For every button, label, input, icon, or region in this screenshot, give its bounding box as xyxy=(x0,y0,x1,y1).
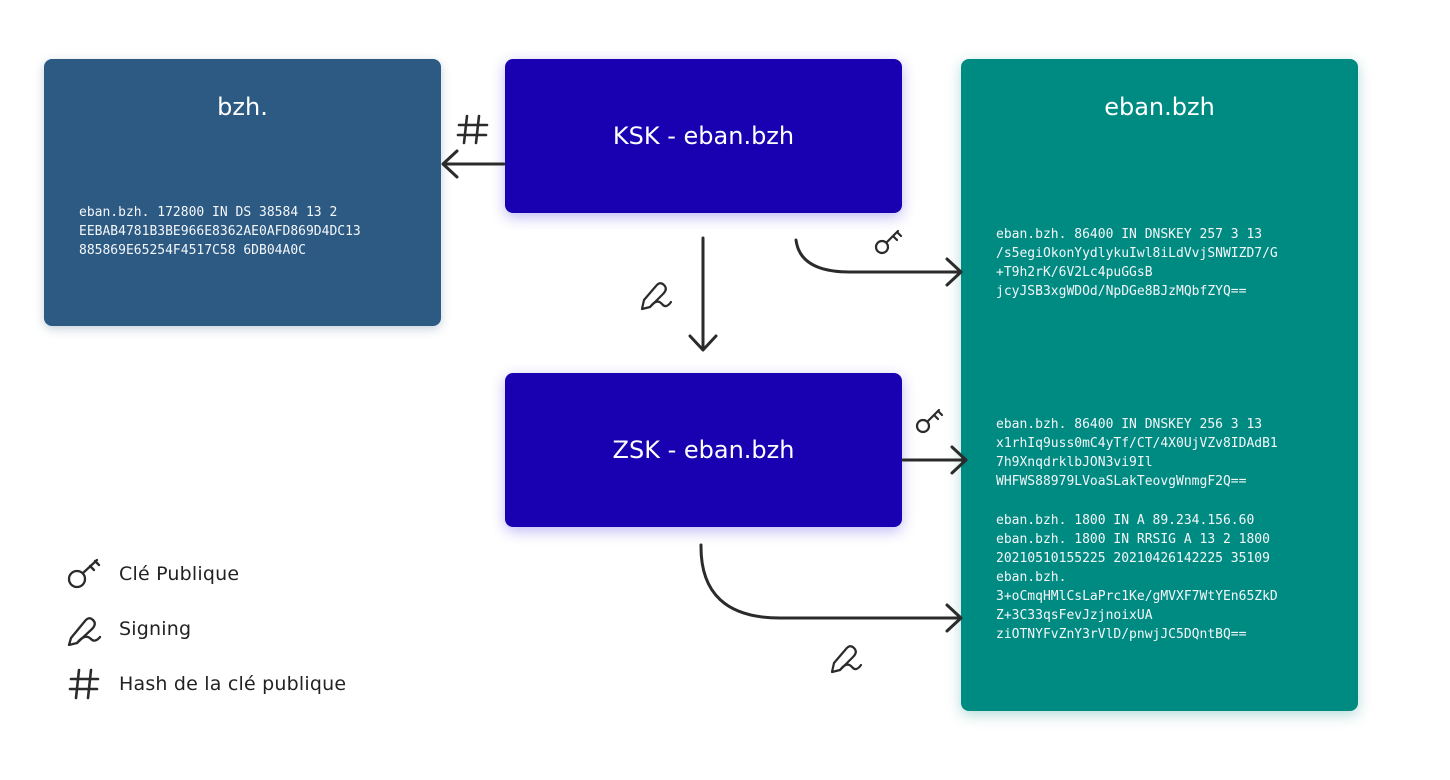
key-icon xyxy=(915,408,944,434)
ds-record: eban.bzh. 172800 IN DS 38584 13 2 EEBAB4… xyxy=(79,205,361,258)
arrow-ksk-to-zsk xyxy=(688,236,718,352)
parent-zone-box: bzh. eban.bzh. 172800 IN DS 38584 13 2 E… xyxy=(44,59,441,326)
hash-icon xyxy=(68,668,100,700)
signing-icon xyxy=(830,645,863,674)
a-rrsig-record: eban.bzh. 1800 IN A 89.234.156.60 eban.b… xyxy=(996,513,1278,642)
legend-item-hash: Hash de la clé publique xyxy=(66,667,346,701)
key-icon xyxy=(67,558,101,589)
parent-zone-title: bzh. xyxy=(217,93,268,121)
arrow-ksk-to-parent xyxy=(441,149,506,179)
legend-item-public-key: Clé Publique xyxy=(66,557,239,591)
ksk-title: KSK - eban.bzh xyxy=(612,122,795,150)
legend-label-public-key: Clé Publique xyxy=(119,563,240,585)
zsk-dnskey-record: eban.bzh. 86400 IN DNSKEY 256 3 13 x1rhI… xyxy=(996,417,1278,489)
arrow-zsk-to-rrsig xyxy=(699,543,963,633)
hash-icon xyxy=(456,114,489,145)
signing-icon xyxy=(67,617,102,646)
legend-label-hash: Hash de la clé publique xyxy=(119,673,347,695)
zsk-box: ZSK - eban.bzh xyxy=(505,373,902,527)
legend-label-signing: Signing xyxy=(119,618,192,640)
ksk-dnskey-record: eban.bzh. 86400 IN DNSKEY 257 3 13 /s5eg… xyxy=(996,227,1278,299)
child-zone-box: eban.bzh eban.bzh. 86400 IN DNSKEY 257 3… xyxy=(961,59,1358,711)
arrow-ksk-to-dnskey xyxy=(794,238,963,287)
signing-icon xyxy=(640,282,673,311)
zsk-title: ZSK - eban.bzh xyxy=(612,436,795,464)
arrow-zsk-to-dnskey xyxy=(901,445,968,475)
legend-item-signing: Signing xyxy=(66,612,191,646)
child-zone-title: eban.bzh xyxy=(1104,93,1215,121)
ksk-box: KSK - eban.bzh xyxy=(505,59,902,213)
key-icon xyxy=(874,229,903,255)
